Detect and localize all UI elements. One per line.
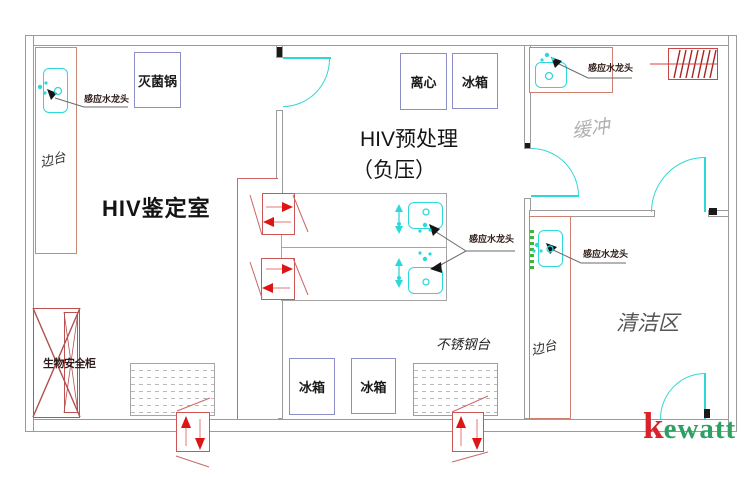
transfer-window-bottom-right [452,412,484,452]
wall-partition-1-upper [276,45,283,58]
door-buffer-clean-leaf [704,157,708,212]
door-clean-entry-leaf [704,373,708,419]
sink-icon-clean-area [538,230,563,267]
door-buffer-left-arc [531,148,579,196]
sink-icon-pretreat-lower [408,267,443,294]
wall-outer-top [25,35,737,46]
centrifuge-label: 离心 [410,75,437,90]
door-buffer-clean-arc [651,157,705,212]
transfer-window-wall-lower [261,258,295,300]
room-label-identification: HIV鉴定室 [102,196,211,221]
fridge-label: 冰箱 [298,380,325,395]
wall-buffer-bottom-left [529,210,655,217]
drain-strip [530,230,534,272]
logo-rest: ewatt [663,413,737,445]
room-label-clean-area: 清洁区 [616,312,679,335]
fridge-box-bottom-2: 冰箱 [351,358,396,414]
wall-buffer-bottom-right [708,210,729,217]
wall-outer-left [25,35,34,432]
biosafety-cabinet-label: 生物安全柜 [43,358,96,370]
fridge-label: 冰箱 [360,379,387,395]
sensor-faucet-label-pretreatment: 感应水龙头 [469,234,515,244]
stainless-steel-table [413,363,498,416]
sterilizer-label: 灭菌锅 [137,73,177,89]
transfer-window-bottom-left [176,412,210,452]
wall-outer-bottom [25,419,737,432]
fridge-label: 冰箱 [461,74,488,90]
worktable-identification [130,363,215,416]
room-label-pretreatment-line1: HIV预处理 [360,128,459,151]
sink-icon-identification [43,68,68,113]
sensor-faucet-label-buffer: 感应水龙头 [588,63,634,73]
fridge-box-top: 冰箱 [452,53,498,109]
stainless-table-label: 不锈钢台 [436,337,490,352]
door-identification-leaf [283,57,331,61]
sensor-faucet-label-clean: 感应水龙头 [583,249,629,259]
sensor-faucet-label-identification: 感应水龙头 [84,94,130,104]
fridge-box-bottom-1: 冰箱 [289,358,335,415]
sink-icon-pretreat-upper [408,202,443,229]
logo-letter-k: k [643,406,664,447]
radiator-icon [668,48,718,80]
room-label-pretreatment-line2: （负压） [352,159,436,182]
door-identification-arc [283,59,330,107]
centrifuge-box: 离心 [400,53,447,110]
sterilizer-box: 灭菌锅 [134,52,181,108]
sink-icon-buffer [535,62,567,88]
kewatt-logo: kewatt [643,405,736,448]
wall-partition-2-upper [524,45,531,149]
transfer-window-wall-upper [262,193,295,235]
wall-outer-right [728,35,737,432]
room-label-buffer: 缓冲 [570,116,612,143]
door-buffer-left-leaf [531,195,579,199]
